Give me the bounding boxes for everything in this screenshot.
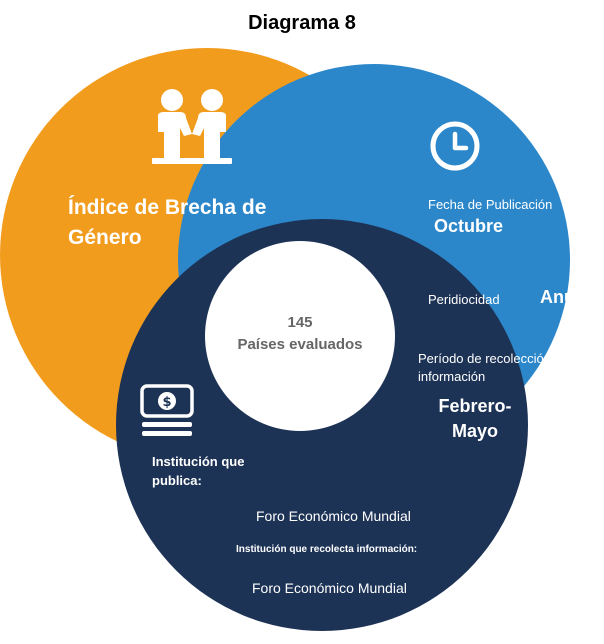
collection-value: Febrero-Mayo	[438, 396, 512, 441]
money-stack-icon: $	[140, 384, 194, 436]
collection-label: Período de recolección de información	[418, 351, 570, 384]
collector-label: Institución que recolecta información:	[236, 544, 418, 555]
periodicity-value: Anual	[540, 287, 591, 307]
country-label: Países evaluados	[237, 336, 363, 353]
publisher-label: Institución que publica:	[152, 454, 245, 488]
publication-value: Octubre	[434, 216, 504, 236]
center-circle	[205, 241, 395, 431]
handshake-people-icon	[152, 89, 232, 164]
publisher-value: Foro Económico Mundial	[256, 508, 411, 524]
orange-circle-title: Índice de Brecha de Género	[68, 196, 267, 249]
periodicity-label: Peridiocidad	[428, 292, 500, 307]
clock-icon	[430, 121, 480, 171]
collector-value: Foro Económico Mundial	[252, 580, 407, 596]
country-count: 145	[287, 314, 313, 331]
publication-label: Fecha de Publicación	[428, 197, 553, 212]
diagram-title: Diagrama 8	[248, 12, 356, 34]
svg-text:$: $	[162, 395, 171, 410]
